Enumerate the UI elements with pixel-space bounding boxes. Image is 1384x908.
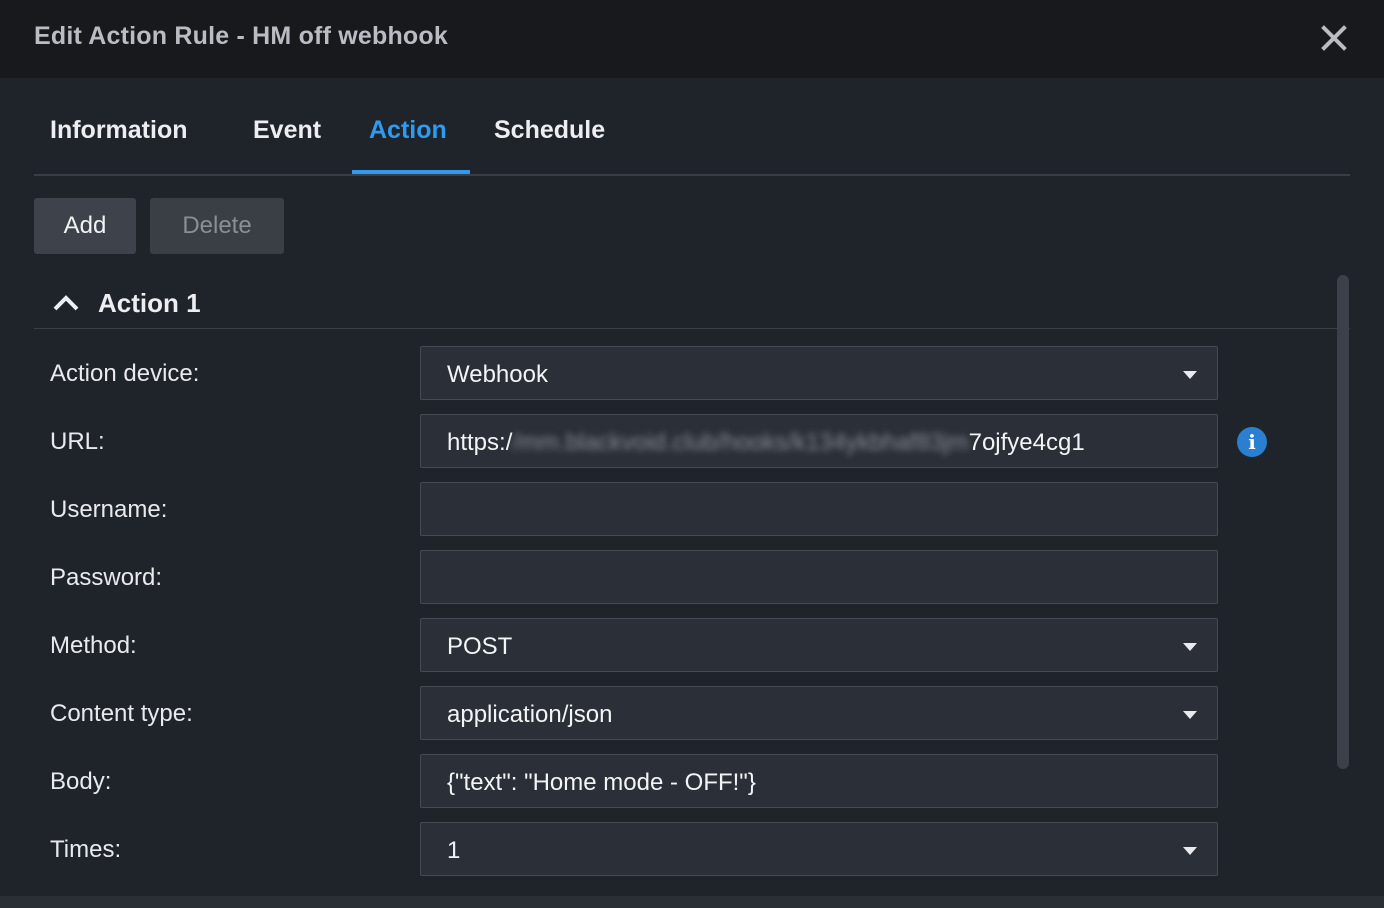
- tab-information[interactable]: Information: [50, 116, 188, 144]
- close-icon[interactable]: [1318, 22, 1350, 54]
- action-device-label: Action device:: [50, 360, 200, 387]
- chevron-down-icon: [1183, 847, 1197, 855]
- username-input[interactable]: [420, 482, 1218, 536]
- url-label: URL:: [50, 428, 105, 455]
- url-value-suffix: 7ojfye4cg1: [968, 429, 1085, 456]
- dialog-title: Edit Action Rule - HM off webhook: [34, 22, 448, 50]
- chevron-down-icon: [1183, 643, 1197, 651]
- method-value: POST: [447, 633, 513, 660]
- chevron-down-icon: [1183, 371, 1197, 379]
- info-icon[interactable]: i: [1237, 427, 1267, 457]
- chevron-down-icon: [1183, 711, 1197, 719]
- delete-button[interactable]: Delete: [150, 198, 284, 254]
- dialog-footer-edge: [0, 896, 1384, 908]
- vertical-scrollbar[interactable]: [1337, 275, 1349, 769]
- times-select[interactable]: 1: [420, 822, 1218, 876]
- action-section-header: Action 1: [34, 276, 1350, 329]
- dialog-titlebar: Edit Action Rule - HM off webhook: [0, 0, 1384, 78]
- content-type-label: Content type:: [50, 700, 193, 727]
- times-label: Times:: [50, 836, 122, 863]
- times-value: 1: [447, 837, 461, 864]
- tab-event[interactable]: Event: [253, 116, 322, 144]
- tab-action[interactable]: Action: [369, 116, 447, 144]
- action-device-value: Webhook: [447, 361, 548, 388]
- username-label: Username:: [50, 496, 168, 523]
- body-input[interactable]: {"text": "Home mode - OFF!"}: [420, 754, 1218, 808]
- url-value-prefix: https:/: [447, 429, 513, 456]
- password-input[interactable]: [420, 550, 1218, 604]
- tab-schedule[interactable]: Schedule: [494, 116, 606, 144]
- section-title: Action 1: [98, 288, 201, 318]
- url-input[interactable]: https://mm.blackvoid.club/hooks/k134ykbh…: [420, 414, 1218, 468]
- body-label: Body:: [50, 768, 112, 795]
- url-value: https://mm.blackvoid.club/hooks/k134ykbh…: [447, 429, 1085, 457]
- method-label: Method:: [50, 632, 137, 659]
- body-value: {"text": "Home mode - OFF!"}: [447, 769, 756, 796]
- content-type-value: application/json: [447, 701, 613, 728]
- chevron-up-icon[interactable]: [52, 290, 80, 314]
- active-tab-indicator: [352, 170, 470, 174]
- url-value-blurred: /mm.blackvoid.club/hooks/k134ykbhaf83jm: [512, 429, 969, 456]
- add-button[interactable]: Add: [34, 198, 136, 254]
- method-select[interactable]: POST: [420, 618, 1218, 672]
- action-device-select[interactable]: Webhook: [420, 346, 1218, 400]
- tab-bar: Information Event Action Schedule: [34, 98, 1350, 176]
- content-type-select[interactable]: application/json: [420, 686, 1218, 740]
- password-label: Password:: [50, 564, 163, 591]
